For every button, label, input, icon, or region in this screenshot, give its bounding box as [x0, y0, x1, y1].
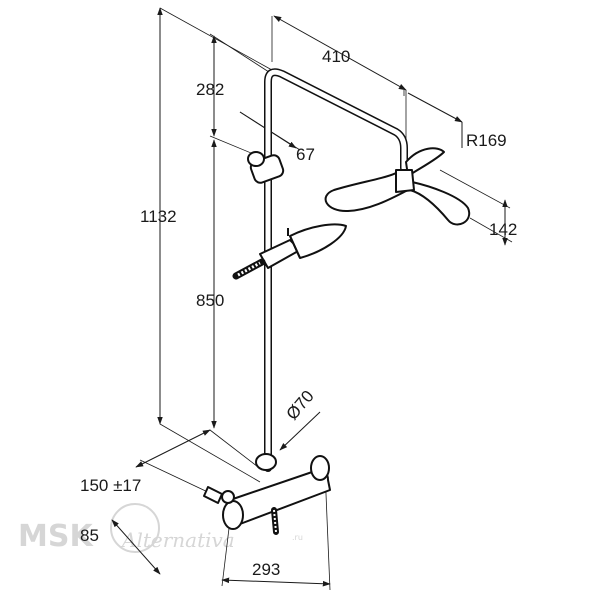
shower-system	[203, 68, 471, 535]
dim-line-mixer-width	[221, 577, 331, 587]
label-rail-diameter: Ø70	[283, 387, 318, 424]
sliding-holder	[247, 151, 285, 184]
label-arm-projection: 410	[322, 47, 350, 66]
label-total-height: 1132	[140, 207, 177, 226]
mixer-right-handle	[310, 455, 330, 481]
label-head-radius: R169	[466, 131, 507, 150]
dim-line-rail-diameter	[279, 411, 321, 451]
dim-line-arm-projection	[273, 15, 407, 91]
label-wall-distance: 85	[80, 526, 99, 545]
label-rail-length: 850	[196, 291, 224, 310]
mixer-cap	[221, 490, 235, 504]
mixer-outlet	[271, 507, 279, 535]
label-mixer-width: 293	[252, 560, 280, 579]
dimension-labels: 1132 282 67 410 R169 142 850 Ø70 150 ±17…	[80, 47, 517, 579]
mixer-left-handle	[222, 500, 244, 530]
label-connection-distance: 150 ±17	[80, 476, 141, 495]
watermark-brand: MSK	[18, 519, 94, 554]
label-head-depth: 142	[489, 220, 517, 239]
dim-line-wall-distance	[111, 519, 161, 575]
label-head-offset: 282	[196, 80, 224, 99]
hand-shower	[232, 223, 347, 280]
thermostatic-mixer	[203, 455, 331, 535]
label-holder-offset: 67	[296, 145, 315, 164]
lower-wall-bracket	[255, 453, 277, 471]
dim-line-connection-distance	[135, 429, 211, 468]
dim-line-head-radius-leader	[407, 92, 463, 123]
wall-connection-left	[203, 486, 223, 504]
watermark-suffix: .ru	[292, 533, 303, 542]
dimension-lines	[111, 7, 508, 587]
overhead-shower-head	[324, 147, 471, 226]
